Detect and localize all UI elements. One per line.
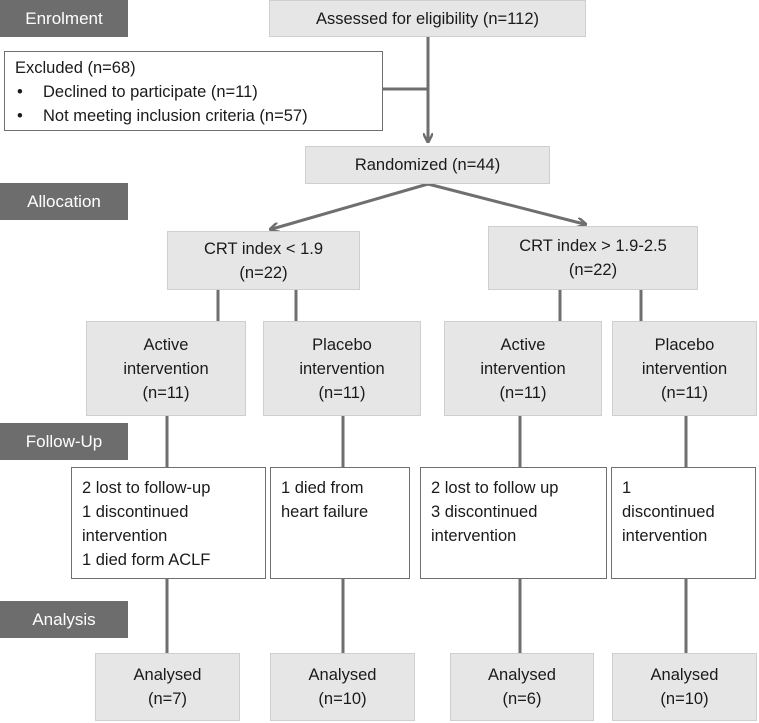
analysed-label: Analysed xyxy=(133,666,202,684)
group-label: CRT index > 1.9-2.5 xyxy=(519,237,667,255)
excluded-box: Excluded (n=68) • Declined to participat… xyxy=(4,51,383,131)
followup-text: heart failure xyxy=(281,503,369,521)
followup-text: intervention xyxy=(431,527,517,545)
followup-box-2: 1 died from heart failure xyxy=(270,467,410,579)
analysed-box-2: Analysed (n=10) xyxy=(270,653,415,721)
analysed-count: (n=10) xyxy=(660,690,709,708)
analysed-label: Analysed xyxy=(650,666,719,684)
arm-count: (n=11) xyxy=(661,383,708,402)
arm-box-active-low: Active intervention (n=11) xyxy=(86,321,246,416)
excluded-item-text: Declined to participate (n=11) xyxy=(43,83,258,101)
group-box-crt-low: CRT index < 1.9 (n=22) xyxy=(167,231,360,290)
analysed-box-4: Analysed (n=10) xyxy=(612,653,757,721)
followup-text: 3 discontinued xyxy=(431,503,538,521)
phase-label-enrolment: Enrolment xyxy=(0,0,128,37)
followup-text: 1 xyxy=(622,479,632,497)
assessed-box: Assessed for eligibility (n=112) xyxy=(269,0,586,37)
arm-box-placebo-high: Placebo intervention (n=11) xyxy=(612,321,757,416)
group-count: (n=22) xyxy=(568,261,618,279)
arm-label: intervention xyxy=(123,359,209,378)
followup-text: 1 died from xyxy=(281,479,364,497)
arm-count: (n=11) xyxy=(499,383,547,402)
followup-text: 2 lost to follow up xyxy=(431,479,559,497)
connector-randomized-to-group-left xyxy=(272,182,429,229)
followup-text: 1 died form ACLF xyxy=(82,551,211,569)
bullet-icon: • xyxy=(17,83,23,101)
assessed-text: Assessed for eligibility (n=112) xyxy=(315,9,539,28)
followup-box-4: 1 discontinued intervention xyxy=(611,467,756,579)
connector-randomized-to-group-right xyxy=(427,182,584,224)
analysed-box-3: Analysed (n=6) xyxy=(450,653,594,721)
followup-text: 2 lost to follow-up xyxy=(82,479,211,497)
arm-label: intervention xyxy=(299,359,385,378)
analysed-box-1: Analysed (n=7) xyxy=(95,653,240,721)
group-count: (n=22) xyxy=(239,263,288,282)
phase-label-follow-up: Follow-Up xyxy=(0,423,128,460)
arm-label: Active xyxy=(500,335,546,354)
followup-text: 1 discontinued xyxy=(82,503,189,521)
randomized-box: Randomized (n=44) xyxy=(305,146,550,184)
arm-count: (n=11) xyxy=(142,383,190,402)
analysed-count: (n=6) xyxy=(502,690,542,708)
arm-label: Placebo xyxy=(312,335,372,354)
phase-label-analysis: Analysis xyxy=(0,601,128,638)
arm-label: intervention xyxy=(480,359,566,378)
group-label: CRT index < 1.9 xyxy=(203,239,324,258)
excluded-title: Excluded (n=68) xyxy=(15,59,136,77)
group-box-crt-high: CRT index > 1.9-2.5 (n=22) xyxy=(488,226,698,290)
followup-text: intervention xyxy=(82,527,168,545)
randomized-text: Randomized (n=44) xyxy=(354,156,501,174)
arm-box-active-high: Active intervention (n=11) xyxy=(444,321,602,416)
arm-label: Placebo xyxy=(654,335,715,354)
followup-box-3: 2 lost to follow up 3 discontinued inter… xyxy=(420,467,607,579)
analysed-label: Analysed xyxy=(488,666,556,684)
arm-label: Active xyxy=(143,335,189,354)
excluded-item: • Declined to participate (n=11) xyxy=(15,80,372,104)
bullet-icon: • xyxy=(17,107,23,125)
followup-box-1: 2 lost to follow-up 1 discontinued inter… xyxy=(71,467,266,579)
phase-label-allocation: Allocation xyxy=(0,183,128,220)
analysed-count: (n=10) xyxy=(318,690,367,708)
followup-text: discontinued xyxy=(622,503,715,521)
analysed-label: Analysed xyxy=(308,666,377,684)
arm-count: (n=11) xyxy=(318,383,366,402)
excluded-item: • Not meeting inclusion criteria (n=57) xyxy=(15,104,372,128)
analysed-count: (n=7) xyxy=(148,690,187,708)
excluded-item-text: Not meeting inclusion criteria (n=57) xyxy=(43,107,308,125)
followup-text: intervention xyxy=(622,527,708,545)
arm-box-placebo-low: Placebo intervention (n=11) xyxy=(263,321,421,416)
arm-label: intervention xyxy=(641,359,728,378)
